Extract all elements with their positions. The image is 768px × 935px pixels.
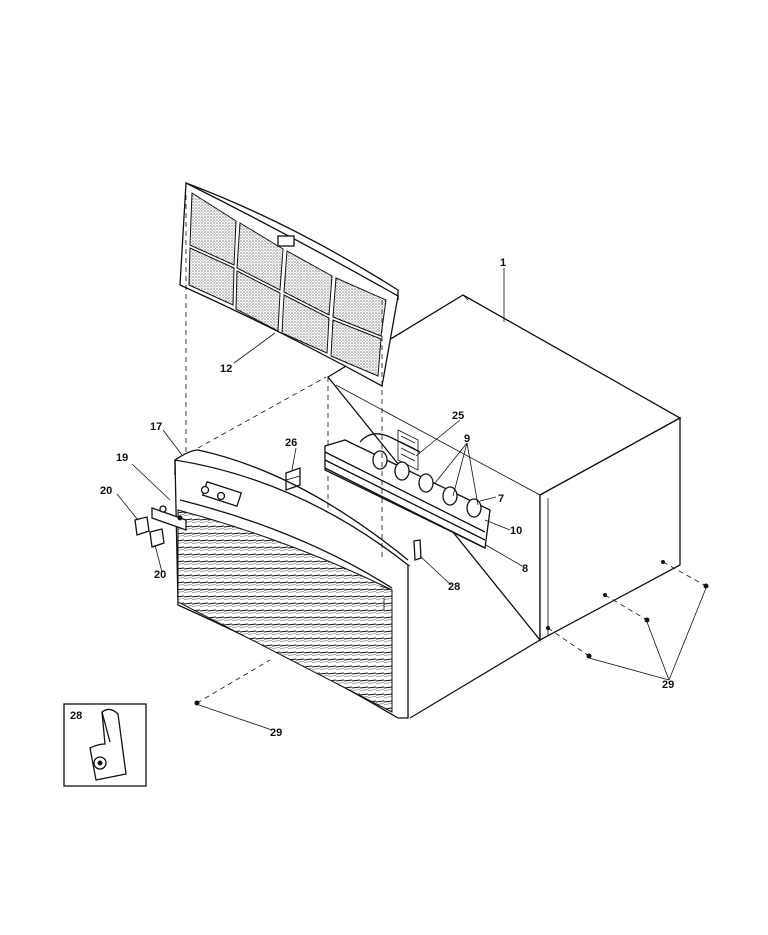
callout-17: 17: [150, 421, 162, 433]
guide-lines: [185, 195, 383, 560]
screws: [194, 560, 709, 706]
callout-20-lower: 20: [154, 569, 166, 581]
callout-20-upper: 20: [100, 485, 112, 497]
bracket-26: [285, 467, 301, 491]
knob-panel: [134, 505, 187, 548]
callout-25: 25: [452, 410, 464, 422]
inset-callout-28: 28: [70, 710, 82, 722]
front-grille: [174, 449, 409, 719]
callout-29-right: 29: [662, 679, 674, 691]
callout-19: 19: [116, 452, 128, 464]
callout-10: 10: [510, 525, 522, 537]
callout-29-left: 29: [270, 727, 282, 739]
callout-1: 1: [500, 257, 506, 269]
cabinet: [327, 294, 682, 719]
callout-8: 8: [522, 563, 528, 575]
leader-lines: [116, 268, 707, 731]
callout-12: 12: [220, 363, 232, 375]
callout-9: 9: [464, 433, 470, 445]
callout-labels: 1 12 17 19 20 20 25 26 9 7 10 8 28 29 29…: [70, 257, 674, 739]
callout-7: 7: [498, 493, 504, 505]
callout-28: 28: [448, 581, 460, 593]
inset-detail-28: [63, 703, 147, 787]
control-assembly: [324, 429, 491, 549]
air-filter: [179, 181, 399, 388]
clip-28: [413, 539, 422, 561]
callout-26: 26: [285, 437, 297, 449]
